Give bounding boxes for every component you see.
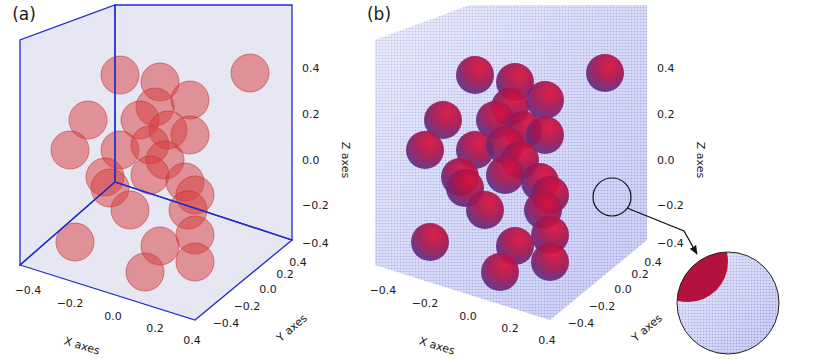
axis-title: Z axes	[695, 142, 706, 178]
tick-label: 0.2	[631, 269, 649, 280]
tick-label: 0.2	[302, 109, 320, 120]
tick-label: −0.2	[412, 298, 439, 309]
tick-label: 0.2	[146, 323, 164, 334]
particle-sphere	[101, 56, 139, 94]
tick-label: 0.4	[644, 257, 662, 268]
tick-label: −0.2	[57, 298, 84, 309]
particle-sphere	[126, 253, 164, 291]
particle-sphere	[456, 56, 494, 94]
tick-label: −0.4	[213, 318, 240, 329]
cube-edge	[20, 182, 292, 320]
cube-pane	[20, 182, 292, 320]
axis-title: X axes	[418, 335, 456, 356]
particle-sphere	[51, 131, 89, 169]
axis-title: X axes	[63, 335, 101, 356]
tick-label: 0.4	[183, 335, 201, 346]
particle-sphere	[131, 156, 169, 194]
tick-label: 0.2	[501, 323, 519, 334]
tick-label: −0.4	[15, 285, 42, 296]
tick-label: −0.2	[657, 200, 684, 211]
tick-label: 0.4	[302, 63, 320, 74]
inset-border	[677, 252, 779, 354]
tick-label: −0.2	[234, 301, 261, 312]
zoom-marker	[593, 178, 631, 216]
tick-label: 0.0	[104, 311, 122, 322]
tick-label: 0.0	[259, 284, 277, 295]
lattice-volume	[375, 5, 647, 320]
tick-label: 0.4	[657, 63, 675, 74]
axis-title: Y axes	[275, 312, 309, 343]
tick-label: 0.0	[657, 155, 675, 166]
panel-b-plot	[375, 5, 780, 355]
tick-label: −0.2	[302, 200, 329, 211]
tick-label: 0.4	[289, 257, 307, 268]
inset	[648, 222, 780, 355]
particle-sphere	[411, 223, 449, 261]
inset-shade	[676, 251, 780, 355]
tick-label: 0.0	[614, 284, 632, 295]
inset-lattice	[676, 251, 780, 355]
tick-label: 0.2	[276, 269, 294, 280]
particle-sphere	[486, 156, 524, 194]
particle-sphere	[176, 243, 214, 281]
tick-label: 0.2	[657, 109, 675, 120]
tick-label: 0.0	[459, 311, 477, 322]
axis-title: Y axes	[630, 312, 664, 343]
particle-sphere	[231, 54, 269, 92]
tick-label: −0.4	[657, 238, 684, 249]
tick-label: 0.0	[302, 155, 320, 166]
panel-a-plot	[20, 5, 292, 320]
lattice-shade	[375, 5, 647, 320]
particle-sphere	[466, 191, 504, 229]
particle-sphere	[586, 54, 624, 92]
tick-label: −0.2	[589, 301, 616, 312]
cube-edge	[20, 5, 115, 265]
particle-sphere	[531, 243, 569, 281]
particle-sphere	[406, 131, 444, 169]
tick-label: −0.4	[370, 285, 397, 296]
tick-label: −0.4	[302, 238, 329, 249]
tick-label: −0.4	[568, 318, 595, 329]
cube-edge	[115, 5, 292, 240]
panel-letter: (a)	[12, 6, 36, 23]
particle-sphere	[481, 253, 519, 291]
axis-title: Z axes	[340, 142, 351, 178]
particle-sphere	[111, 191, 149, 229]
panel-letter: (b)	[367, 6, 391, 23]
tick-label: 0.4	[538, 335, 556, 346]
zoom-arrow	[627, 208, 697, 254]
